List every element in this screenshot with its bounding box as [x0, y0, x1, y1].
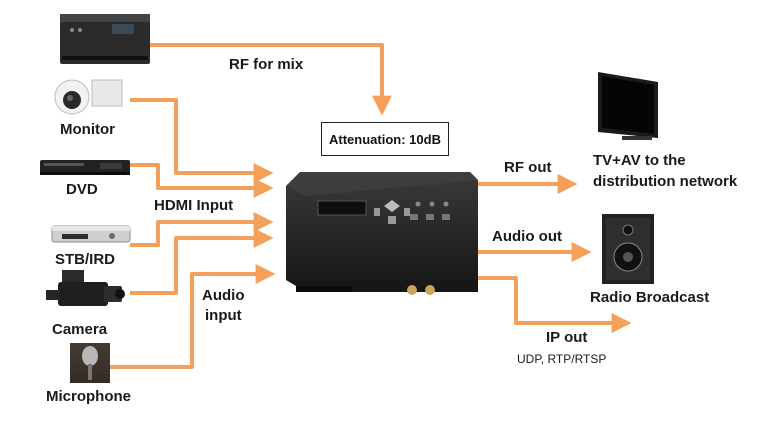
tv-label-line1: TV+AV to the	[593, 152, 686, 169]
ip-out-arrow	[478, 276, 632, 333]
camera-input-arrow	[130, 228, 274, 295]
video-camera-icon	[46, 270, 125, 306]
tv-label-line2: distribution network	[593, 173, 738, 190]
source-label-monitor: Monitor	[60, 121, 115, 138]
rf-out-label: RF out	[504, 159, 552, 176]
monitor-input-arrow	[130, 98, 274, 183]
dvd-player-icon	[40, 160, 130, 175]
set-top-box-icon	[51, 225, 131, 243]
attenuation-box: Attenuation: 10dB	[321, 122, 449, 156]
microphone-icon	[70, 343, 110, 383]
speaker-icon	[602, 214, 654, 284]
security-camera-icon	[54, 79, 123, 115]
encoder-modulator-icon	[286, 172, 478, 295]
dvd-input-arrow	[130, 163, 274, 198]
rf-mix-arrow	[150, 43, 392, 116]
radio-broadcast-label: Radio Broadcast	[590, 289, 710, 306]
source-label-microphone: Microphone	[46, 388, 131, 405]
stb-input-arrow	[130, 212, 274, 247]
ip-protocols-label: UDP, RTP/RTSP	[517, 352, 607, 366]
audio-input-label-line1: Audio	[202, 287, 245, 304]
microphone-input-arrow	[110, 264, 276, 369]
hdmi-input-label: HDMI Input	[154, 197, 234, 214]
television-icon	[598, 72, 658, 140]
source-label-camera: Camera	[52, 321, 108, 338]
source-label-stb: STB/IRD	[55, 251, 115, 268]
audio-out-label: Audio out	[492, 228, 562, 245]
rf-receiver-icon	[60, 14, 150, 64]
rf-mix-label: RF for mix	[229, 56, 304, 73]
audio-input-label-line2: input	[205, 307, 242, 324]
ip-out-label: IP out	[546, 329, 588, 346]
source-label-dvd: DVD	[66, 181, 98, 198]
